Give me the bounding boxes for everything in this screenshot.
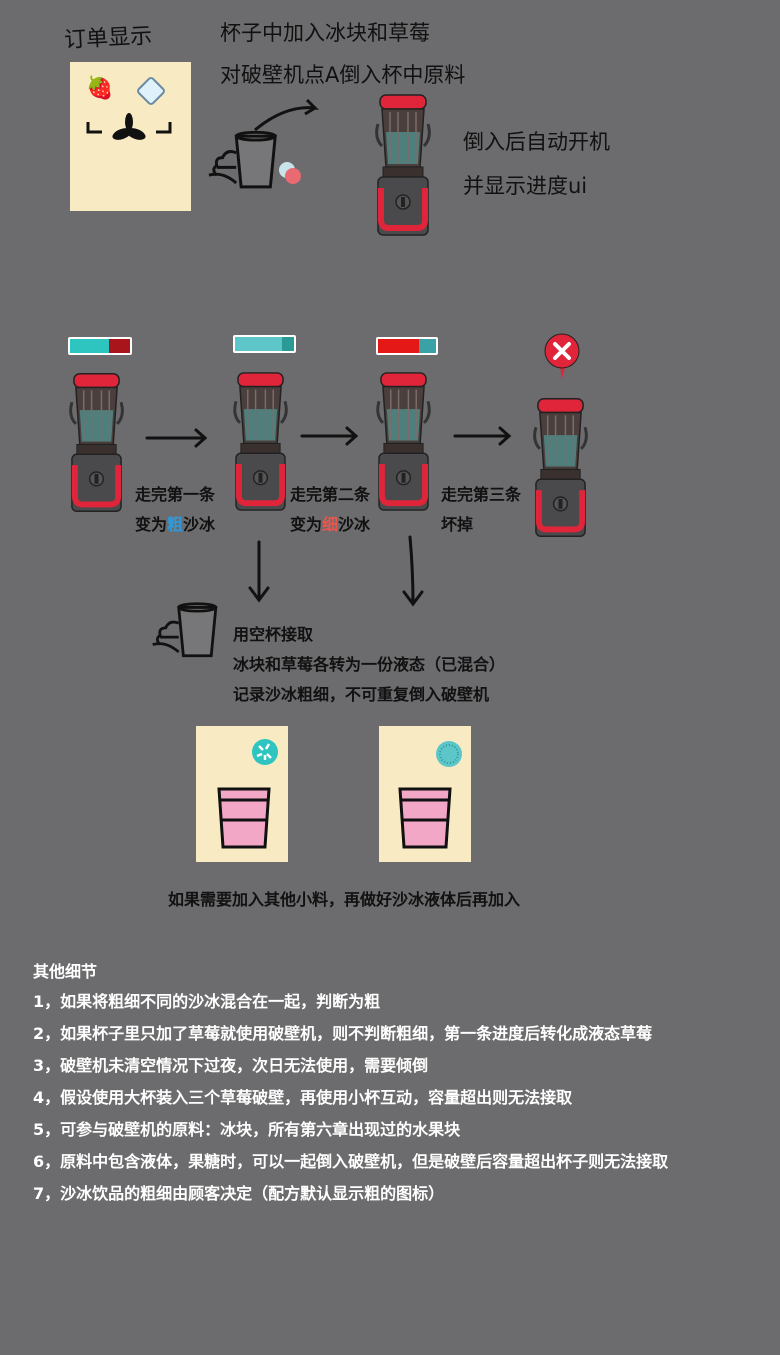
coarse-smoothie-card bbox=[196, 726, 288, 862]
detail-item: 5，可参与破壁机的原料：冰块，所有第六章出现过的水果块 bbox=[33, 1120, 461, 1139]
progress-bar-1 bbox=[68, 337, 132, 355]
detail-item: 7，沙冰饮品的粗细由顾客决定（配方默认显示粗的图标） bbox=[33, 1184, 445, 1203]
toppings-note: 如果需要加入其他小料，再做好沙冰液体后再加入 bbox=[168, 890, 521, 909]
fine-smoothie-card bbox=[379, 726, 471, 862]
detail-item: 2，如果杯子里只加了草莓就使用破壁机，则不判断粗细，第一条进度后转化成液态草莓 bbox=[33, 1024, 653, 1043]
instruction-line-2: 对破壁机点A倒入杯中原料 bbox=[220, 63, 466, 87]
detail-item: 6，原料中包含液体，果糖时，可以一起倒入破壁机，但是破壁后容量超出杯子则无法接取 bbox=[33, 1152, 669, 1171]
detail-item: 1，如果将粗细不同的沙冰混合在一起，判断为粗 bbox=[33, 992, 381, 1011]
hand-empty-cup-icon bbox=[151, 602, 218, 658]
coarse-ice-icon bbox=[252, 739, 278, 765]
instruction-line-1: 杯子中加入冰块和草莓 bbox=[220, 21, 430, 45]
stage-2-label: 走完第二条 变为细沙冰 bbox=[290, 485, 371, 534]
progress-bar-2 bbox=[233, 335, 296, 353]
collect-instructions: 用空杯接取 冰块和草莓各转为一份液态（已混合） 记录沙冰粗细，不可重复倒入破壁机 bbox=[233, 625, 506, 704]
progress-fill bbox=[70, 339, 109, 353]
instruction-line-3: 倒入后自动开机 bbox=[463, 130, 610, 154]
error-x-bubble-icon bbox=[544, 333, 580, 379]
progress-fill bbox=[378, 339, 419, 353]
arrow-down-icon bbox=[402, 535, 424, 607]
arrow-down-icon bbox=[248, 540, 270, 603]
details-title: 其他细节 bbox=[33, 962, 98, 981]
progress-bar-3 bbox=[376, 337, 438, 355]
arrow-right-icon bbox=[300, 426, 359, 446]
stage-3-label: 走完第三条 坏掉 bbox=[441, 485, 522, 534]
strawberry-icon: 🍓 bbox=[86, 76, 114, 101]
details-list: 1，如果将粗细不同的沙冰混合在一起，判断为粗 2，如果杯子里只加了草莓就使用破壁… bbox=[33, 988, 668, 1212]
curved-arrow-icon bbox=[254, 98, 320, 132]
fine-ice-icon bbox=[436, 741, 462, 767]
hand-cup-pour-illustration bbox=[207, 98, 320, 189]
order-card: 🍓 bbox=[70, 62, 191, 211]
blender-blade-icon bbox=[86, 113, 172, 140]
arrow-right-icon bbox=[145, 428, 208, 448]
flow-arrows bbox=[145, 426, 512, 607]
stage-1-label: 走完第一条 变为粗沙冰 bbox=[135, 485, 216, 534]
arrow-right-icon bbox=[453, 426, 512, 446]
progress-fill bbox=[235, 337, 283, 351]
pink-cup-icon bbox=[217, 787, 271, 849]
detail-item: 3，破壁机未清空情况下过夜，次日无法使用，需要倾倒 bbox=[33, 1056, 429, 1075]
detail-item: 4，假设使用大杯装入三个草莓破壁，再使用小杯互动，容量超出则无法接取 bbox=[33, 1088, 573, 1107]
instruction-line-4: 并显示进度ui bbox=[463, 174, 588, 198]
pink-cup-icon bbox=[398, 787, 452, 849]
